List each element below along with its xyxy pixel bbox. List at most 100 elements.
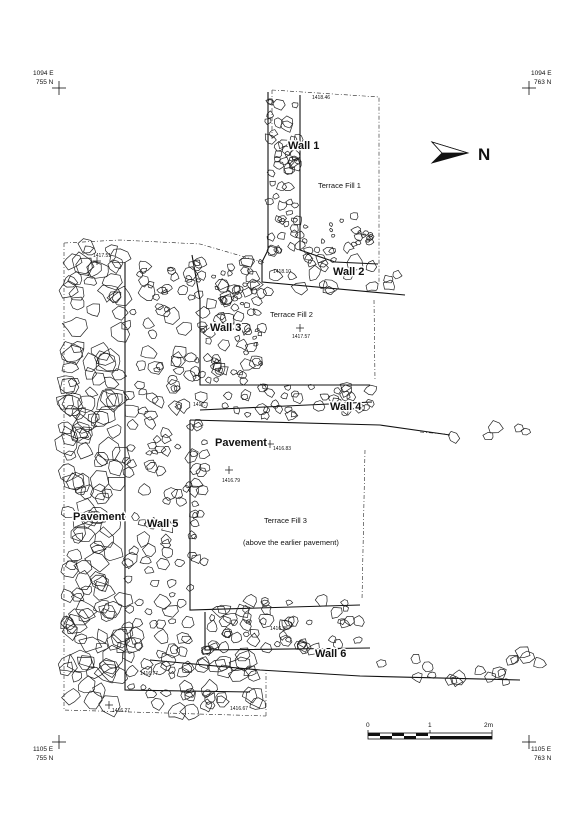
stone xyxy=(350,226,362,235)
stone xyxy=(340,384,353,398)
stone xyxy=(226,284,240,296)
stone xyxy=(175,496,187,507)
stone xyxy=(121,319,132,330)
stone xyxy=(88,510,105,524)
stone xyxy=(63,450,77,461)
stone xyxy=(308,264,321,282)
stone xyxy=(195,305,211,319)
stone xyxy=(65,613,88,634)
stone xyxy=(147,442,157,450)
stone xyxy=(284,410,299,421)
stone xyxy=(57,653,78,673)
stone xyxy=(312,400,326,412)
stone xyxy=(152,395,165,409)
stone xyxy=(234,649,258,672)
stone xyxy=(184,448,199,464)
stone xyxy=(242,593,257,608)
stone xyxy=(330,607,343,619)
stone xyxy=(200,678,218,697)
stone xyxy=(510,656,520,665)
stone xyxy=(314,594,328,607)
stone xyxy=(89,470,110,493)
stone xyxy=(290,229,299,239)
grid-marker-ne xyxy=(522,81,536,95)
stone xyxy=(177,284,189,295)
stone xyxy=(421,661,434,673)
stone xyxy=(143,410,159,421)
stone xyxy=(217,366,229,376)
stone-rubble xyxy=(54,98,547,721)
stone xyxy=(301,238,308,244)
stone xyxy=(153,593,172,610)
stone xyxy=(167,400,182,416)
stone xyxy=(245,687,264,709)
stone xyxy=(252,308,262,316)
scale-tick-2m: 2m xyxy=(484,722,493,729)
stone xyxy=(71,671,83,683)
stone xyxy=(110,321,131,343)
stone xyxy=(67,271,83,285)
stone xyxy=(66,649,95,672)
elevation-1418-46: 1418.46 xyxy=(312,95,330,101)
pavement-lower-label: Pavement xyxy=(73,511,125,523)
stone xyxy=(365,399,375,408)
stone xyxy=(190,534,198,540)
stone xyxy=(131,512,140,521)
stone xyxy=(161,652,177,667)
stone xyxy=(89,570,107,587)
stone xyxy=(70,341,85,353)
stone xyxy=(155,465,167,477)
stone xyxy=(76,498,100,525)
stone xyxy=(202,689,211,699)
stone xyxy=(281,182,295,191)
stone xyxy=(273,244,282,254)
stone xyxy=(365,259,378,272)
stone xyxy=(111,446,131,464)
stone xyxy=(246,278,261,292)
stone xyxy=(367,232,374,238)
stone xyxy=(360,233,367,239)
stone xyxy=(333,639,343,650)
stone xyxy=(206,619,218,633)
stone xyxy=(322,279,339,294)
stone xyxy=(296,638,307,648)
stone xyxy=(302,224,309,229)
stone xyxy=(291,102,299,109)
stone xyxy=(315,253,327,263)
stone xyxy=(246,619,252,626)
stone xyxy=(105,388,130,407)
stone xyxy=(218,615,231,627)
stone xyxy=(137,483,151,496)
stone xyxy=(207,640,220,651)
corner-label-ne-e: 1094 E xyxy=(531,70,552,77)
stone xyxy=(294,240,306,251)
stone xyxy=(221,296,228,304)
stone xyxy=(132,618,144,629)
stone xyxy=(190,477,204,488)
stone xyxy=(189,509,200,518)
stone xyxy=(80,484,94,500)
stone xyxy=(257,383,268,393)
stone xyxy=(71,428,92,444)
stone xyxy=(192,374,202,382)
stone xyxy=(86,261,102,278)
stone xyxy=(242,282,248,287)
stone xyxy=(225,322,232,330)
stone xyxy=(240,388,252,402)
stone xyxy=(162,496,171,505)
stone xyxy=(144,416,157,430)
stone xyxy=(175,321,192,336)
stone xyxy=(221,402,229,409)
stone xyxy=(168,670,176,680)
stone xyxy=(257,258,264,265)
stone xyxy=(285,599,294,606)
stone xyxy=(242,604,250,614)
stone xyxy=(153,367,161,373)
stone xyxy=(341,409,349,416)
stone xyxy=(232,310,245,322)
stone xyxy=(276,231,286,240)
stone xyxy=(514,646,531,658)
stone xyxy=(186,278,196,287)
stone xyxy=(90,342,111,361)
